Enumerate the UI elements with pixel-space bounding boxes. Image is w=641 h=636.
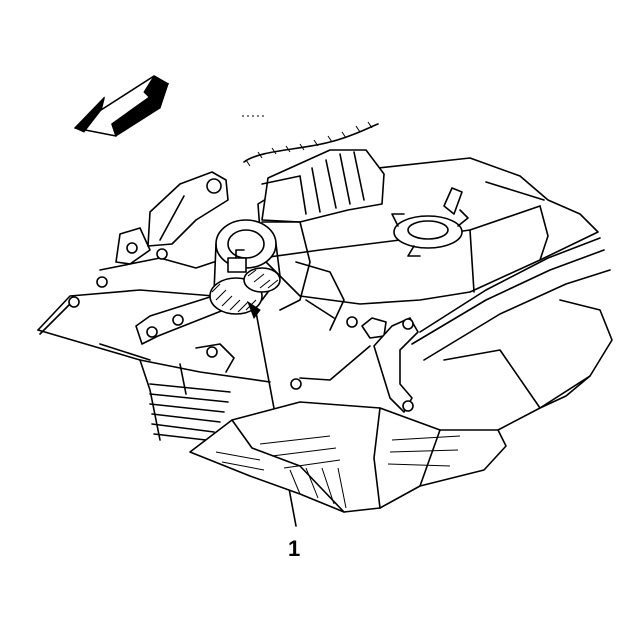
right-fender: [411, 237, 613, 409]
bumper-edge: [497, 375, 591, 431]
headlamp-assembly: [189, 401, 507, 513]
left-bracket: [96, 171, 229, 288]
sensor-component: [209, 249, 281, 320]
intake-duct: [261, 149, 385, 223]
throttle-body: [213, 219, 345, 331]
grille: [149, 383, 231, 441]
wire-harness: [243, 123, 379, 163]
radiator-support: [37, 289, 271, 441]
right-bracket: [290, 316, 419, 413]
front-of-vehicle-arrow-icon: [74, 75, 169, 137]
callout-number: 1: [288, 536, 301, 561]
